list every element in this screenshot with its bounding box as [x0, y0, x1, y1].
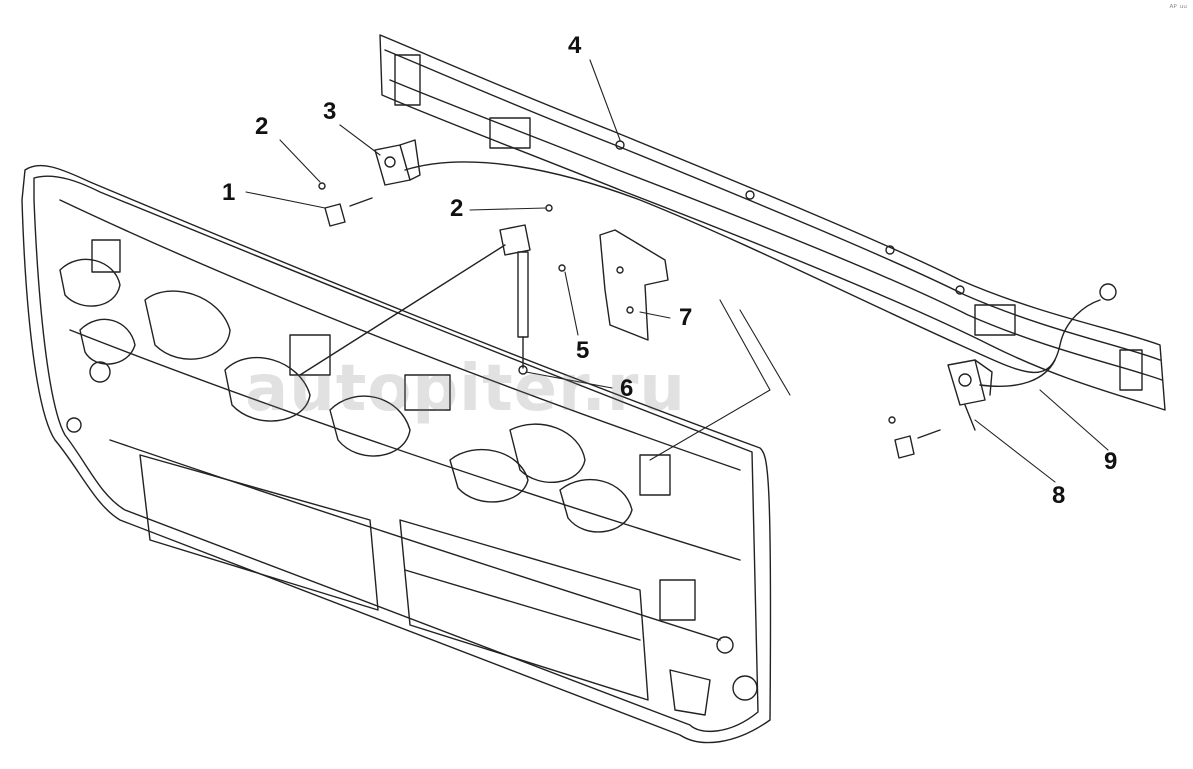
bolt	[558, 264, 566, 272]
bolt	[318, 182, 326, 190]
callout-1: 1	[222, 179, 236, 206]
callout-6: 6	[620, 375, 634, 402]
release-cable	[404, 161, 1101, 374]
callout-9: 9	[1104, 448, 1118, 475]
buffer-left	[324, 197, 373, 227]
watermark-text: autopiter.ru	[245, 352, 686, 426]
release-cable-2	[979, 359, 1056, 387]
callout-2-left: 2	[255, 113, 269, 140]
lock-left	[374, 139, 421, 186]
gas-strut	[299, 224, 531, 376]
front-panel	[21, 164, 772, 744]
bolt	[545, 204, 553, 212]
connector	[1099, 283, 1117, 301]
lock-right	[947, 359, 993, 431]
callout-2-center: 2	[450, 195, 464, 222]
buffer-right	[894, 429, 941, 459]
corner-mark: ᴬᴾ ᵘᵘ	[1169, 4, 1187, 14]
callout-7: 7	[679, 304, 693, 331]
callout-3: 3	[323, 98, 337, 125]
callout-8: 8	[1052, 482, 1066, 509]
leader-lines	[245, 59, 1109, 483]
callout-4: 4	[568, 32, 582, 59]
cross-member	[379, 34, 1166, 411]
callout-5: 5	[576, 337, 590, 364]
bolt	[888, 416, 896, 424]
bracket	[599, 229, 669, 341]
